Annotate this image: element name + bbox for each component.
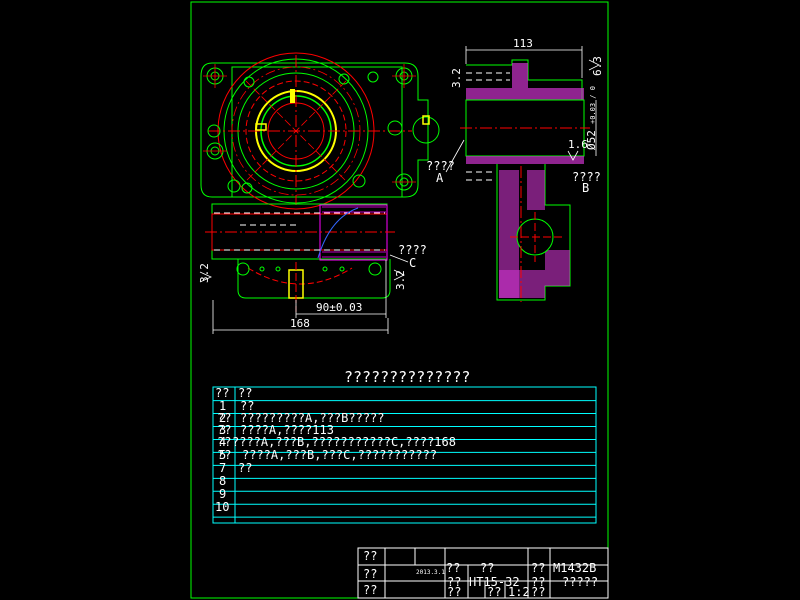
title-block-r2-c3: ?? xyxy=(531,561,545,575)
side-column-hatch-l xyxy=(499,170,519,298)
front-view: 90±0.03 168 3.2 3.2 ???? C xyxy=(198,52,440,334)
side-column-hatch-rb xyxy=(545,250,570,286)
title-block-r3-c1: ?? xyxy=(363,583,377,597)
title-block-r2-c5: ?? xyxy=(531,575,545,589)
process-row-no-overlay: ?? xyxy=(217,435,231,449)
right-boss-slot xyxy=(422,115,430,125)
process-row-no: 9 xyxy=(219,487,226,501)
process-row-no: 5 xyxy=(219,448,226,462)
lower-housing-hatch xyxy=(322,206,386,258)
side-column-hatch-b xyxy=(499,270,545,298)
process-row-no: 4 xyxy=(219,435,226,449)
datum-c-letter: C xyxy=(409,256,416,270)
dim-90-text: 90±0.03 xyxy=(316,301,362,314)
side-bottom-band xyxy=(466,156,584,164)
process-row-text: ????A,???B,???????????C,????168 xyxy=(232,435,456,449)
process-header-content: ?? xyxy=(238,386,252,400)
process-row-text: ????A,???B,???C,??????????? xyxy=(242,448,437,462)
dim-168 xyxy=(212,300,389,334)
process-row-no: 1 xyxy=(219,399,226,413)
side-hidden xyxy=(466,72,510,181)
dim-bore-text: Ø52 xyxy=(585,130,598,150)
title-block-date: 2013.3.1 xyxy=(416,569,445,576)
title-block-r3-c4: ?? xyxy=(447,585,461,599)
dim-90 xyxy=(295,260,387,318)
bottom-foot-arc xyxy=(247,267,353,285)
front-flange-outline xyxy=(231,66,403,198)
title-block-r3-c5: ?? xyxy=(487,585,501,599)
side-top-hatch xyxy=(466,88,584,100)
roughness-left: 3.2 xyxy=(198,263,211,283)
side-upper-hatch xyxy=(512,63,528,88)
process-table-row-lines xyxy=(213,400,596,518)
title-block-r2-c1: ?? xyxy=(363,567,377,581)
title-block-r1-c1: ?? xyxy=(363,549,377,563)
title-block-r3-c7: ?? xyxy=(531,585,545,599)
roughness-side-left: 3.2 xyxy=(450,68,463,88)
roughness-bottom-symbol xyxy=(393,269,405,281)
foot-holes xyxy=(236,262,382,276)
datum-a-label: ???? xyxy=(426,159,455,173)
datum-c-leader xyxy=(389,254,409,263)
roughness-side-right: 1.6 xyxy=(568,138,588,151)
bottom-foot xyxy=(237,259,391,299)
datum-a-letter: A xyxy=(436,171,444,185)
right-boss xyxy=(412,116,440,144)
centerline-d2 xyxy=(245,80,347,182)
dim-113-text: 113 xyxy=(513,37,533,50)
datum-b-letter: B xyxy=(582,181,589,195)
process-table: ?? ?? 1 ?? 2 ?? ?????????A,???B????? 3 ?… xyxy=(212,386,597,524)
process-header-no: ?? xyxy=(215,386,229,400)
roughness-side-top-symbol xyxy=(588,59,600,71)
title-block-scale: 1:2 xyxy=(508,585,530,599)
process-row-no-overlay: ?? xyxy=(217,411,231,425)
process-row-no: 8 xyxy=(219,474,226,488)
keyway-top xyxy=(290,89,295,103)
process-row-text: ????A,????113 xyxy=(240,423,334,437)
datum-c-label: ???? xyxy=(398,243,427,257)
keyway-left xyxy=(255,123,267,131)
roughness-left-symbol xyxy=(199,271,212,283)
process-row-text: ?? xyxy=(238,461,252,475)
side-view: 113 Ø52 +0.03 / 0 3.2 6.3 1.6 ???? A ???… xyxy=(426,37,604,302)
title-block-r3-c3: ?? xyxy=(447,575,461,589)
process-row-no: 3 xyxy=(219,423,226,437)
right-boss-hole xyxy=(387,120,403,136)
process-table-frame xyxy=(212,386,597,524)
title-block xyxy=(357,547,609,599)
process-row-no: 2 xyxy=(219,411,226,425)
front-body-outline xyxy=(200,62,429,198)
dim-168-text: 168 xyxy=(290,317,310,330)
datum-a-leader xyxy=(445,139,465,173)
datum-b-label: ???? xyxy=(572,170,601,184)
process-row-text: ?? xyxy=(240,399,254,413)
roughness-side-right-symbol xyxy=(567,150,579,161)
process-row-no: 10 xyxy=(215,500,229,514)
title-block-r1-c4: ?? xyxy=(446,561,460,575)
process-title: ?????????????? xyxy=(344,368,470,386)
process-row-no: 7 xyxy=(219,461,226,475)
cut-arc xyxy=(317,207,359,259)
process-row-no-overlay: ?? xyxy=(217,423,231,437)
dim-113 xyxy=(465,46,583,78)
lower-hidden-lines xyxy=(214,212,385,251)
process-row-no-overlay: ?? xyxy=(217,448,231,462)
process-row-text: ?????????A,???B????? xyxy=(240,411,385,425)
title-block-part-name: ????? xyxy=(562,575,598,589)
dim-bore-tol: +0.03 / 0 xyxy=(589,86,597,124)
title-block-r1-c5: ?? xyxy=(480,561,494,575)
side-column-hatch-r xyxy=(527,170,545,210)
title-block-material: HT15-32 xyxy=(469,575,520,589)
hole-centers xyxy=(203,64,416,183)
title-block-drawing-no: M1432B xyxy=(553,561,596,575)
